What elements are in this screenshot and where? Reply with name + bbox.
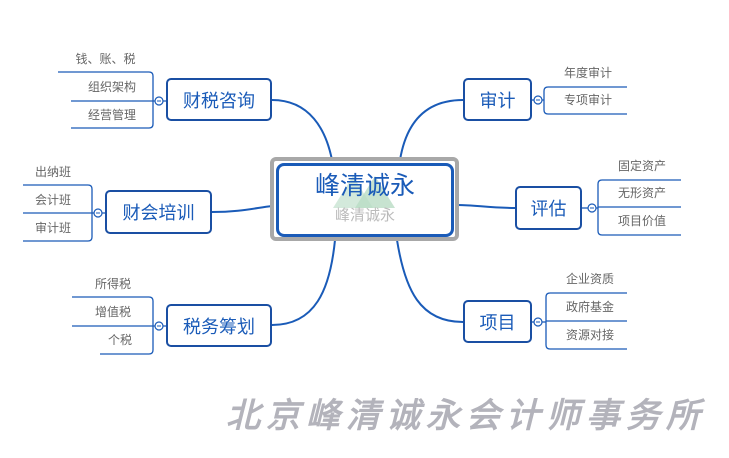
leaf-item[interactable]: 年度审计: [563, 66, 612, 80]
company-name-footer: 北京峰清诚永会计师事务所: [226, 396, 706, 436]
branch-chouhua[interactable]: 税务筹划: [166, 304, 272, 347]
leaf-item[interactable]: 专项审计: [563, 93, 612, 107]
leaf-item[interactable]: 出纳班: [34, 165, 71, 179]
logo-watermark-text: 峰清诚永: [334, 206, 395, 224]
leaf-item[interactable]: 会计班: [34, 193, 71, 207]
leaf-item[interactable]: 组织架构: [87, 80, 136, 94]
leaf-item[interactable]: 个税: [107, 333, 132, 347]
leaf-item[interactable]: 审计班: [34, 221, 71, 235]
leaf-item[interactable]: 所得税: [94, 277, 131, 291]
leaf-item[interactable]: 增值税: [94, 305, 131, 319]
logo-mountain-icon: [333, 176, 395, 208]
branch-peixun[interactable]: 财会培训: [105, 190, 212, 234]
leaf-item[interactable]: 项目价值: [617, 214, 666, 228]
leaf-item[interactable]: 政府基金: [565, 300, 614, 314]
leaf-item[interactable]: 固定资产: [617, 159, 666, 173]
leaf-item[interactable]: 无形资产: [617, 186, 666, 200]
center-node[interactable]: 峰清诚永 峰清诚永: [276, 163, 454, 237]
branch-caishui[interactable]: 财税咨询: [166, 78, 272, 121]
center-title: 峰清诚永: [314, 171, 415, 200]
branch-pinggu[interactable]: 评估: [515, 186, 582, 230]
center-node-frame: [270, 157, 459, 241]
branch-shenji[interactable]: 审计: [463, 78, 532, 121]
leaf-item[interactable]: 钱、账、税: [75, 52, 136, 66]
branch-xiangmu[interactable]: 项目: [463, 300, 532, 343]
leaf-item[interactable]: 企业资质: [565, 272, 614, 286]
leaf-item[interactable]: 资源对接: [565, 328, 614, 342]
leaf-item[interactable]: 经营管理: [87, 108, 136, 122]
